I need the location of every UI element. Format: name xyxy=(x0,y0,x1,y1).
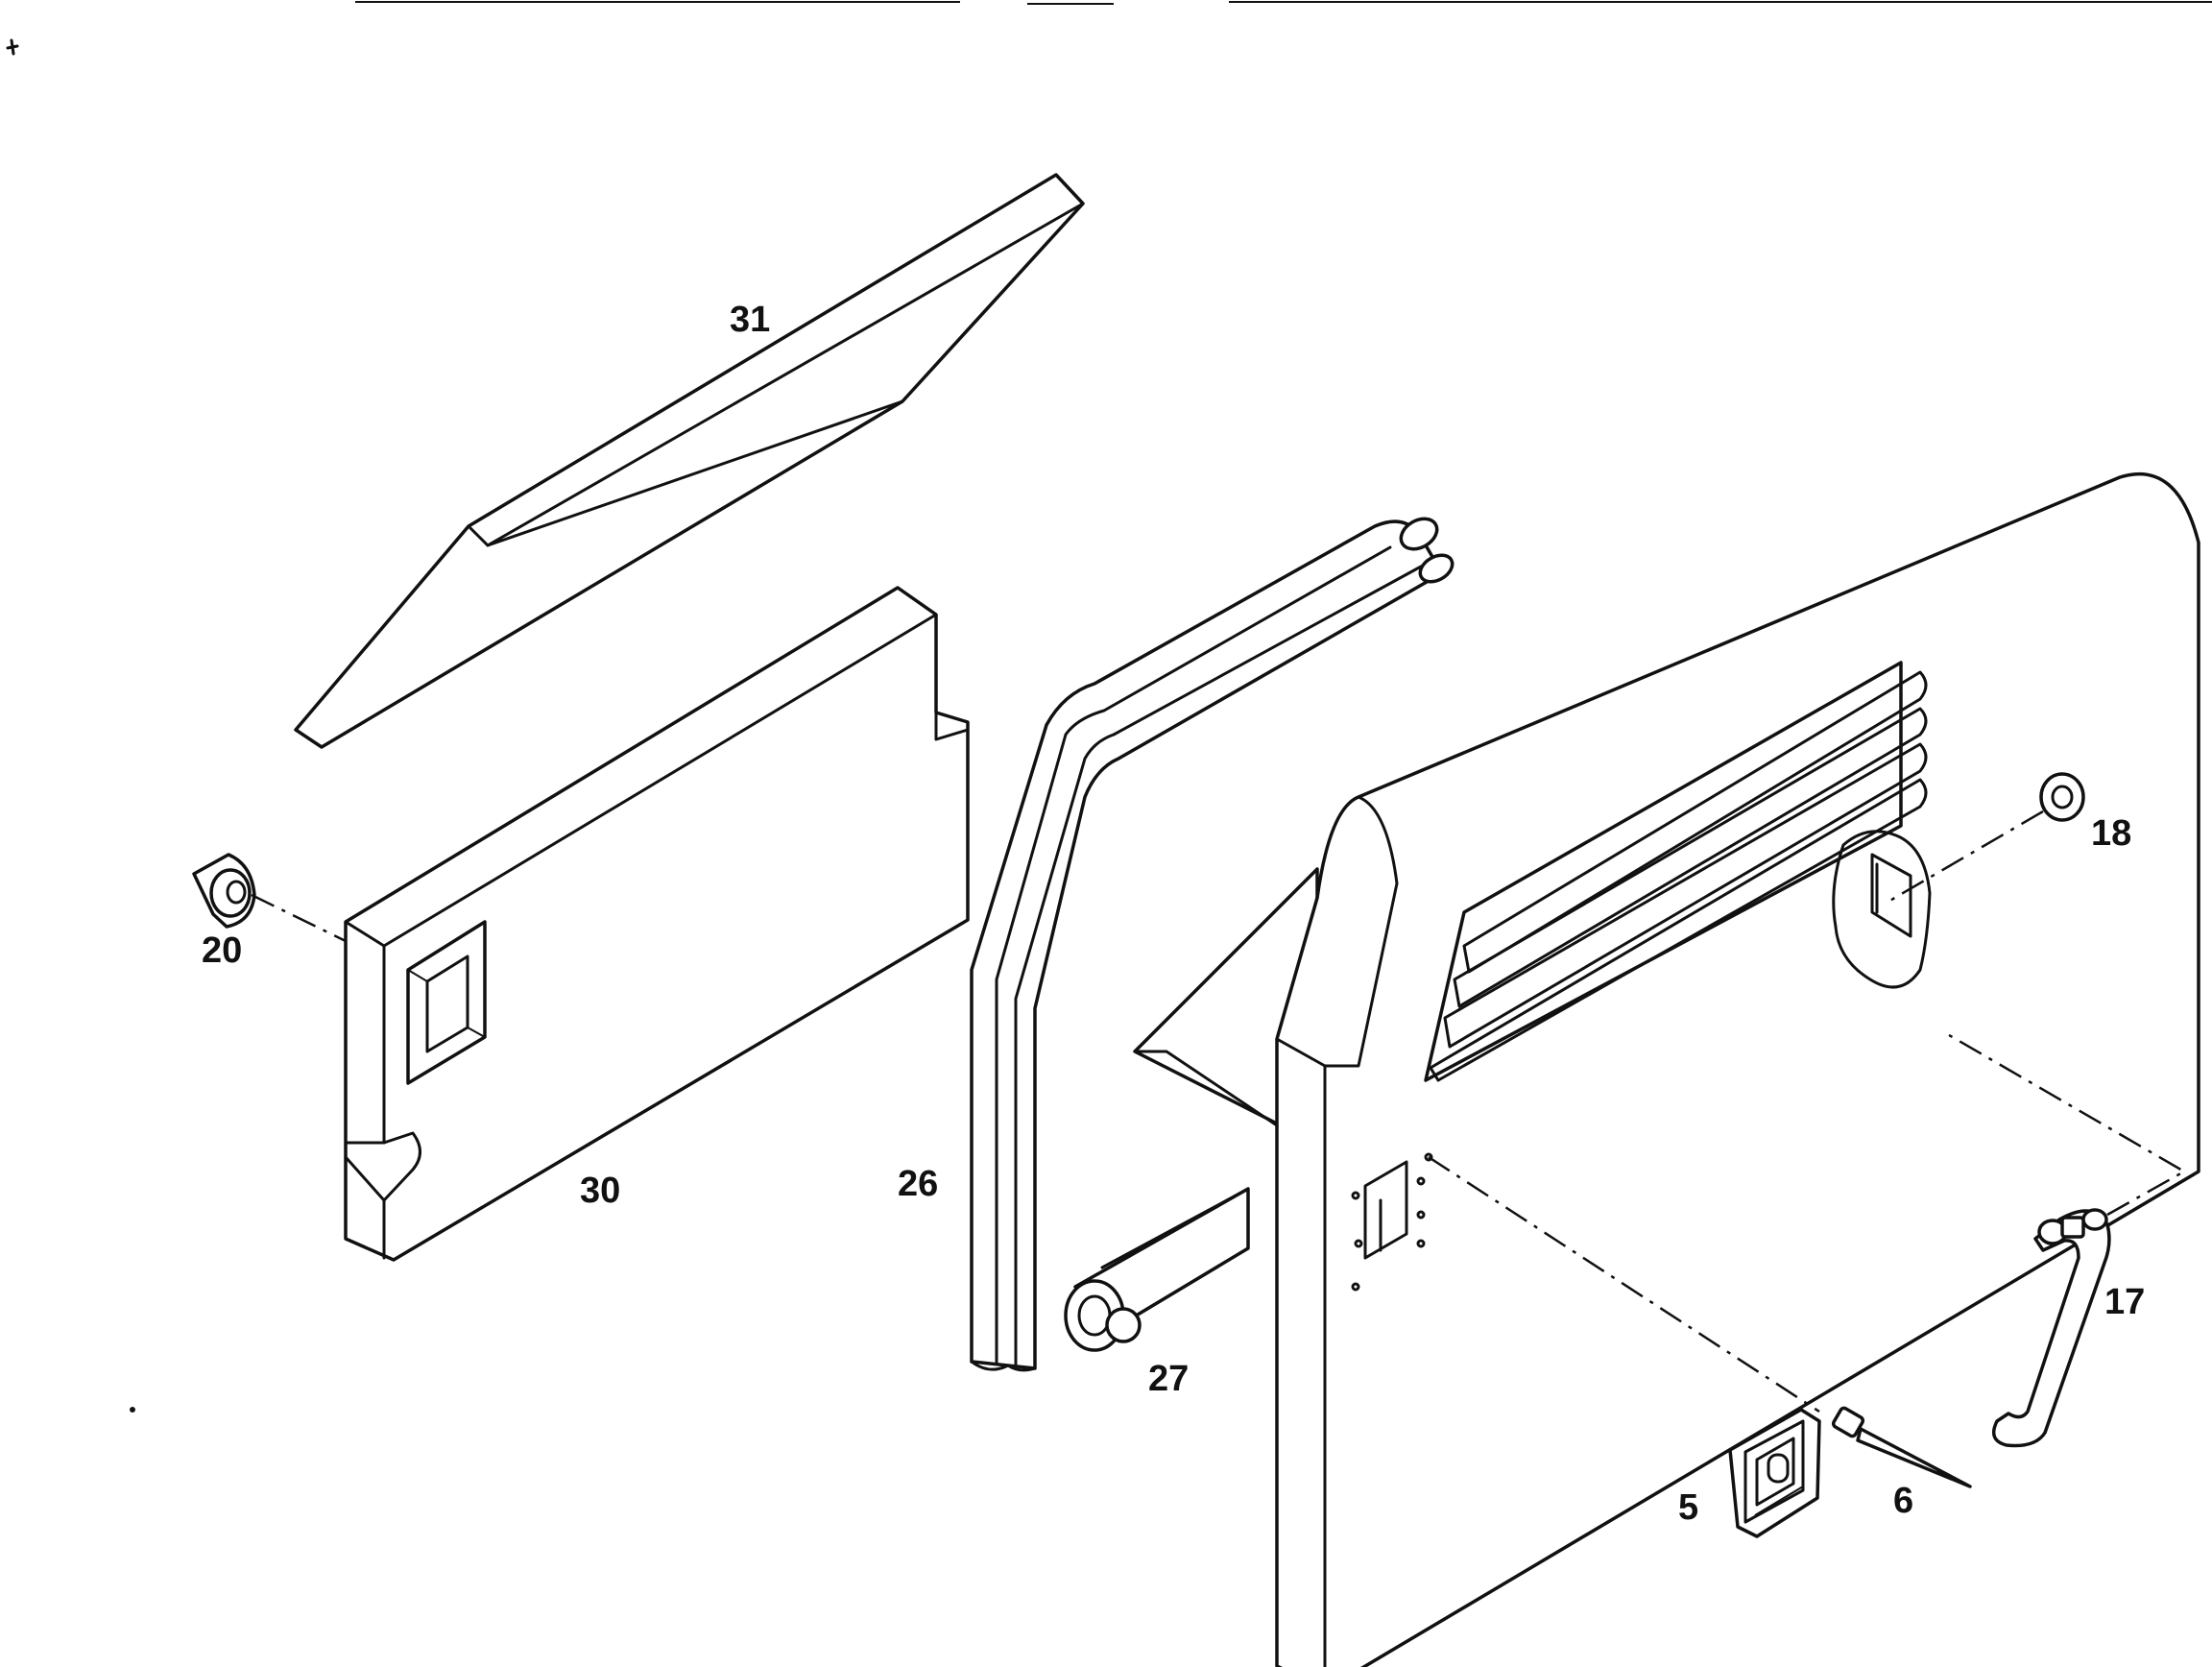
part-26-door-seal xyxy=(970,517,1455,1372)
door-inner-panel xyxy=(1275,471,2200,1667)
callout-30: 30 xyxy=(580,1171,620,1211)
part-18-clip xyxy=(2039,772,2085,822)
part-27-tube-seal xyxy=(1064,1187,1250,1352)
callout-18: 18 xyxy=(2091,813,2131,854)
callout-27: 27 xyxy=(1148,1359,1189,1399)
callout-20: 20 xyxy=(202,930,242,971)
scan-marks xyxy=(6,38,135,1413)
part-5-latch-escutcheon xyxy=(1728,1408,1821,1538)
callout-17: 17 xyxy=(2104,1282,2145,1322)
part-20-fastener xyxy=(192,853,256,929)
part-6-screw xyxy=(1831,1406,1972,1488)
part-31-top-trim xyxy=(294,173,1085,749)
callout-6: 6 xyxy=(1893,1481,1913,1521)
callout-5: 5 xyxy=(1678,1487,1698,1528)
part-30-door-trim-panel xyxy=(344,586,970,1262)
leader-5-6 xyxy=(1428,1155,1820,1413)
leader-18 xyxy=(1886,809,2044,905)
part-17-handle-rod xyxy=(1991,1208,2111,1448)
callout-26: 26 xyxy=(898,1164,938,1204)
leader-20 xyxy=(251,893,347,943)
callout-31: 31 xyxy=(730,300,770,340)
scan-edge-artifacts xyxy=(355,1,2212,5)
